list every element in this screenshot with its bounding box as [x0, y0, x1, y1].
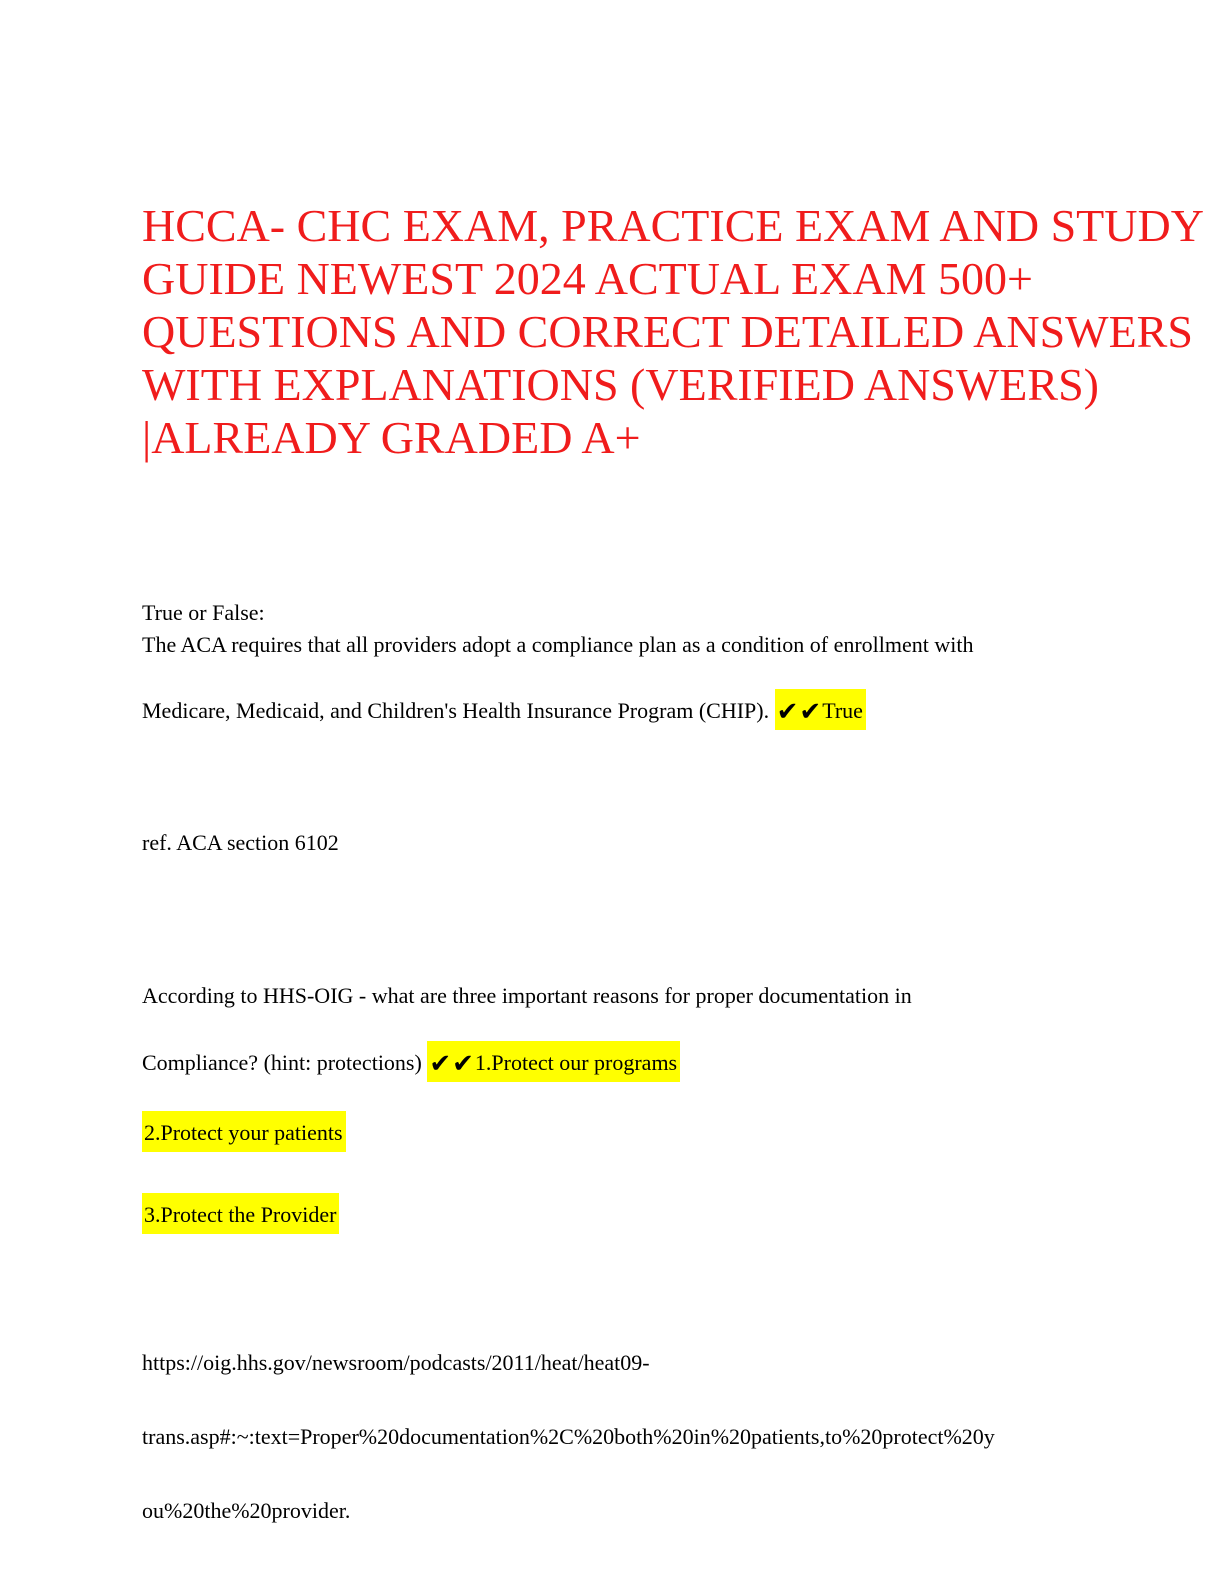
double-checkmark-icon: ✔✔	[776, 697, 823, 727]
question2-answer2-line: 2.Protect your patients	[142, 1111, 346, 1152]
question1-text-line2-prefix: Medicare, Medicaid, and Children's Healt…	[142, 698, 775, 723]
question2-answer1-highlight: ✔✔1.Protect our programs	[427, 1041, 681, 1082]
question1-answer-highlight: ✔✔True	[774, 689, 866, 730]
question1-prompt: True or False:	[142, 600, 265, 625]
question2-answer3-line: 3.Protect the Provider	[142, 1193, 340, 1234]
question2-answer3-highlight: 3.Protect the Provider	[142, 1193, 340, 1234]
reference-url-line2: trans.asp#:~:text=Proper%20documentation…	[142, 1424, 995, 1449]
question1-reference: ref. ACA section 6102	[142, 830, 339, 855]
question1-text-line1: The ACA requires that all providers adop…	[142, 632, 974, 657]
question2-text-line1: According to HHS-OIG - what are three im…	[142, 983, 912, 1008]
question1-answer: True	[822, 698, 863, 723]
question2-text-line2-prefix: Compliance? (hint: protections)	[142, 1050, 428, 1075]
reference-url-line1: https://oig.hhs.gov/newsroom/podcasts/20…	[142, 1350, 650, 1375]
document-title: HCCA- CHC EXAM, PRACTICE EXAM AND STUDY …	[142, 199, 1204, 464]
title-line: QUESTIONS AND CORRECT DETAILED ANSWERS	[142, 306, 1193, 357]
question2-text-line2: Compliance? (hint: protections) ✔✔1.Prot…	[142, 1041, 681, 1082]
question2-answer1: 1.Protect our programs	[474, 1050, 678, 1075]
title-line: HCCA- CHC EXAM, PRACTICE EXAM AND STUDY	[142, 200, 1204, 251]
reference-url-line3: ou%20the%20provider.	[142, 1498, 351, 1523]
title-line: |ALREADY GRADED A+	[142, 412, 641, 463]
question2-answer2-highlight: 2.Protect your patients	[142, 1111, 346, 1152]
title-line: GUIDE NEWEST 2024 ACTUAL EXAM 500+	[142, 253, 1033, 304]
title-line: WITH EXPLANATIONS (VERIFIED ANSWERS)	[142, 359, 1099, 410]
question1-text-line2: Medicare, Medicaid, and Children's Healt…	[142, 689, 866, 730]
double-checkmark-icon: ✔✔	[429, 1049, 475, 1079]
